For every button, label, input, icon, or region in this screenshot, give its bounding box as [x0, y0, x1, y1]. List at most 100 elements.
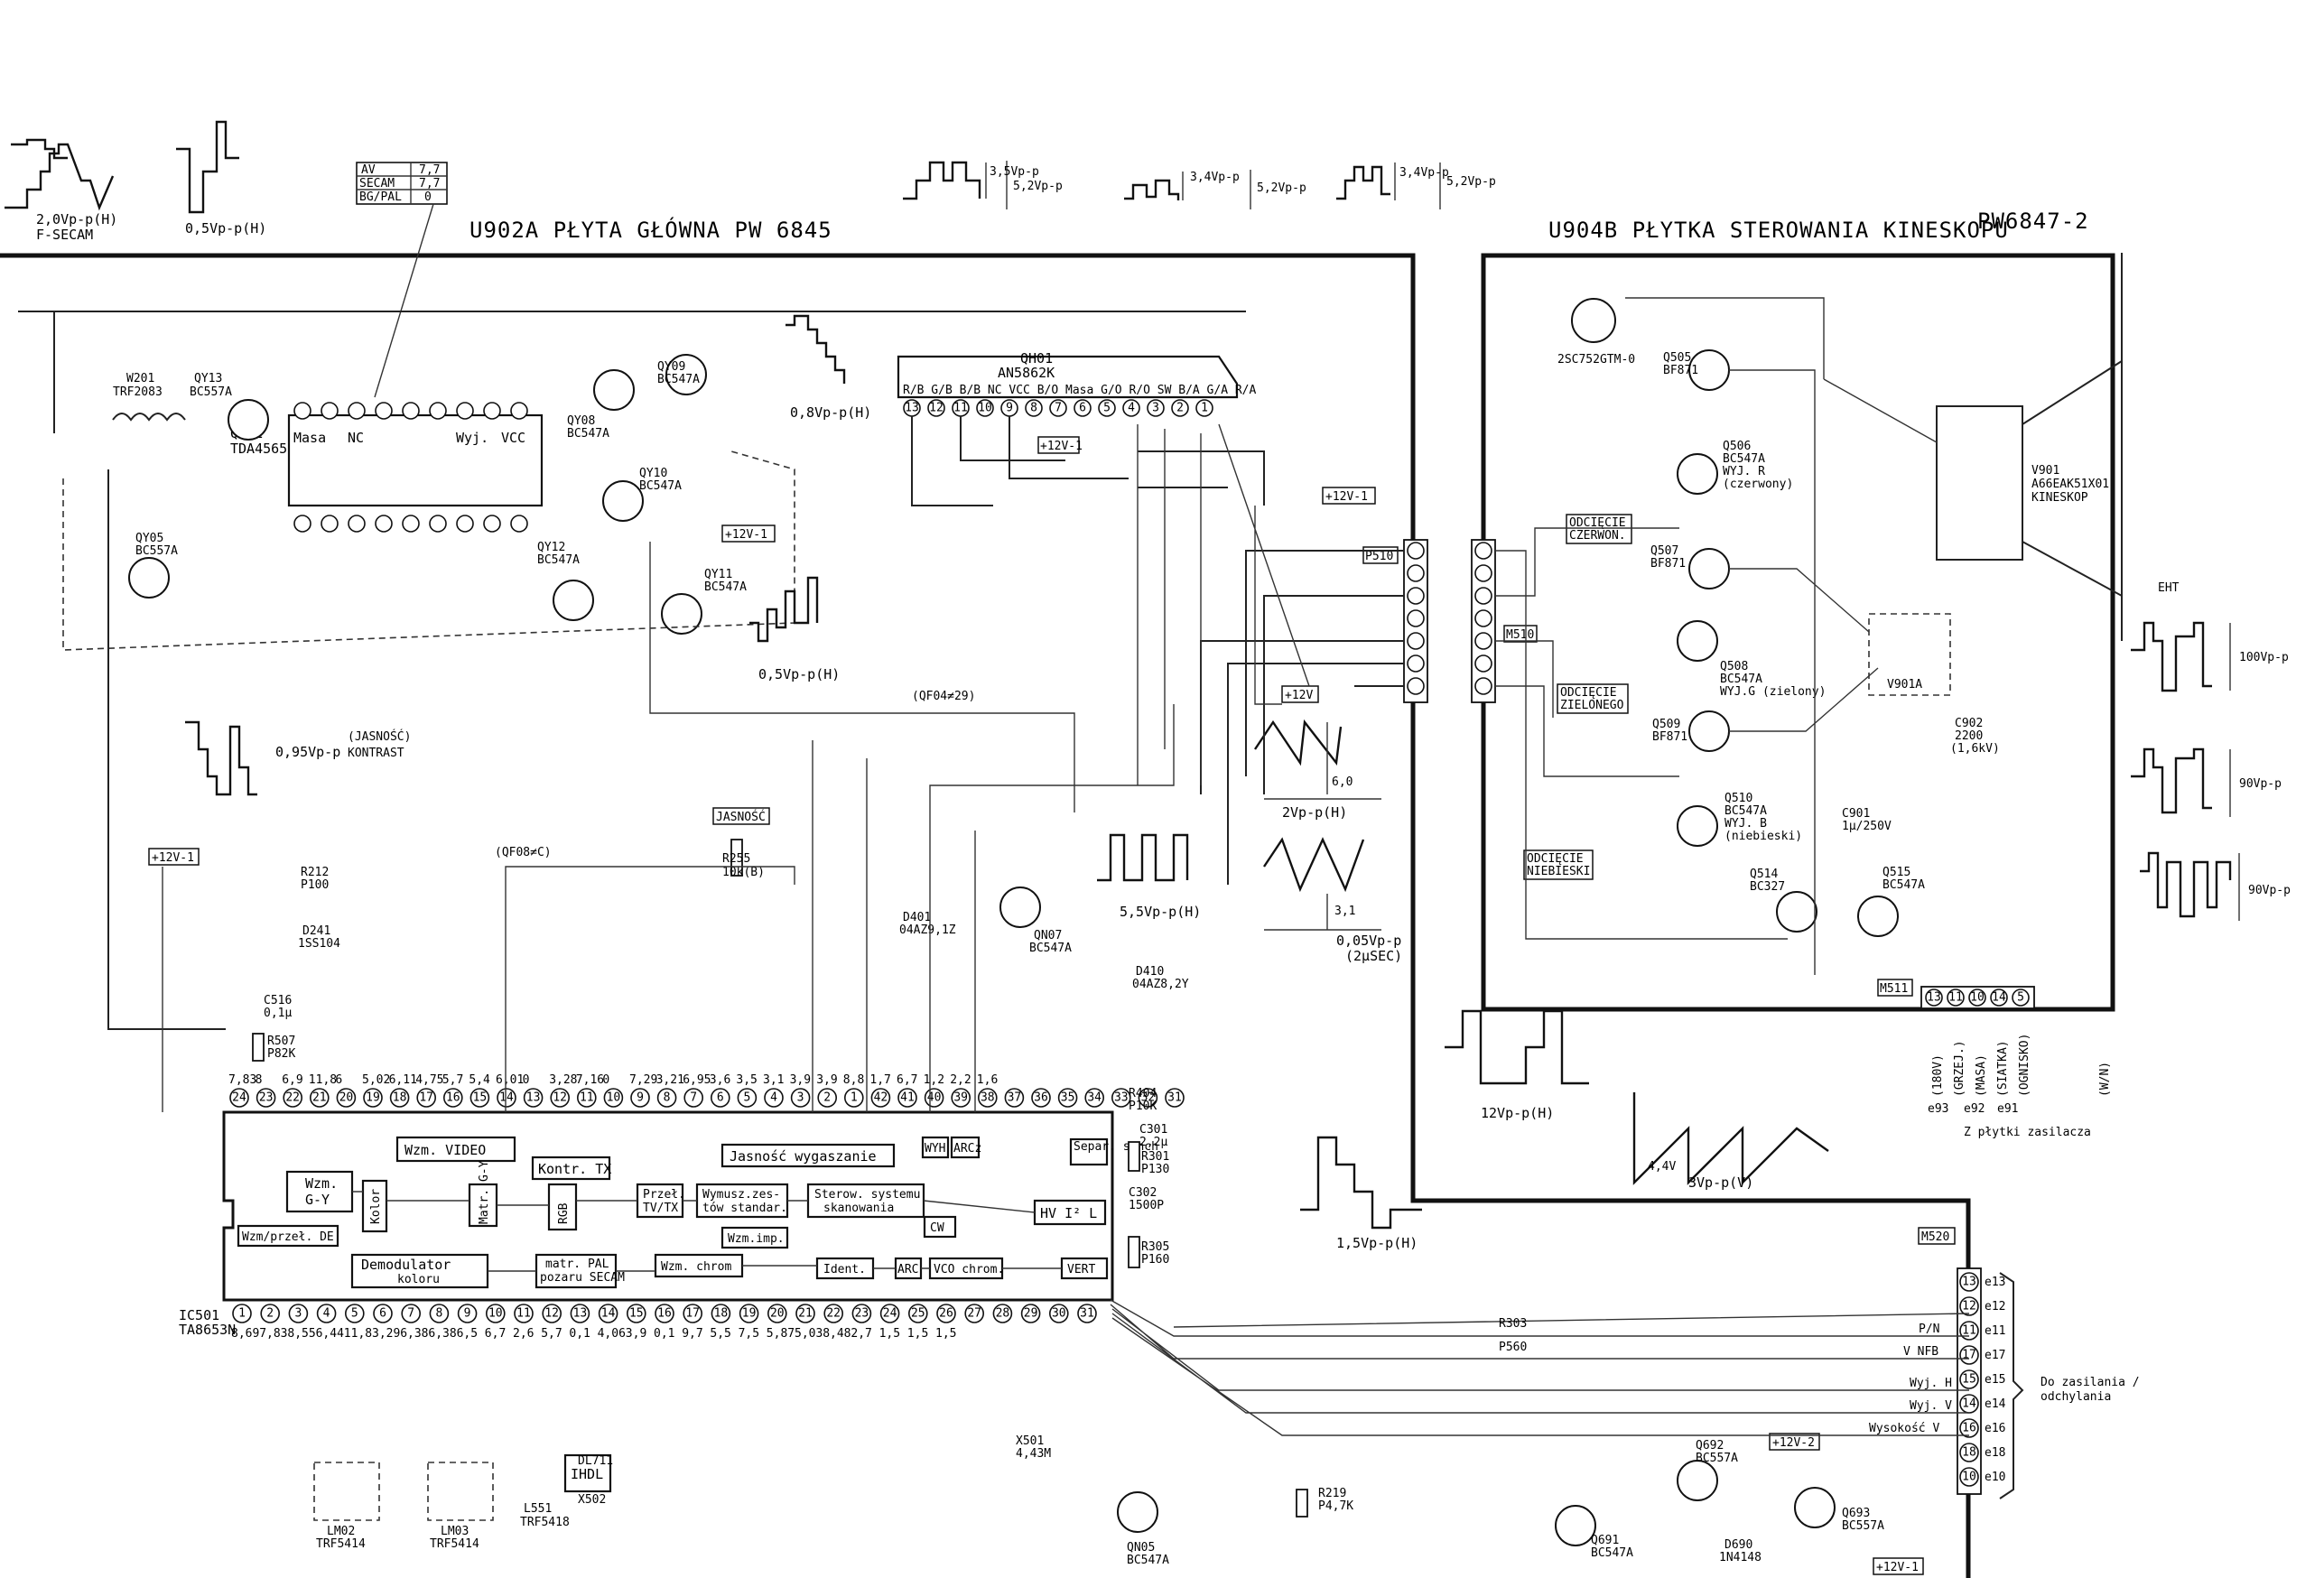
crt-internal-wires	[1495, 297, 1938, 975]
ic501-bottom-pin	[851, 1304, 872, 1323]
m510-label: M510	[1506, 628, 1534, 642]
waveform-b-label: 3,4Vp-p	[1399, 166, 1449, 180]
waveform-095-group: 0,95Vp-p (JASNOŚĆ) KONTRAST	[185, 720, 411, 796]
ic501-top-voltage: 0	[602, 1073, 609, 1087]
ic501-bottom-pin-number: 15	[629, 1307, 644, 1321]
block-sterow	[806, 1183, 925, 1219]
q693-part: BC557A	[1842, 1519, 1884, 1533]
m520-pin-number: 18	[1962, 1446, 1976, 1460]
ic501-bottom-pin-number: 3	[294, 1307, 302, 1321]
r212-val: P100	[301, 878, 329, 892]
qn07-name: QN07	[1034, 929, 1062, 942]
qy11-name: QY11	[704, 568, 732, 581]
svg-text:11: 11	[953, 402, 968, 415]
block-vert-label: VERT	[1067, 1263, 1095, 1276]
ic501-top-voltage: 6,11	[389, 1073, 417, 1087]
ic501-top-pin	[710, 1088, 730, 1108]
r301	[1128, 1141, 1140, 1172]
svg-text:3: 3	[1152, 402, 1159, 415]
ic501-bottom-voltage: 2,7	[851, 1327, 871, 1341]
ic501-bottom-voltage: 1,5	[879, 1327, 900, 1341]
ic501-bottom-voltage: 4,06	[598, 1327, 626, 1341]
l551-part: TRF5418	[520, 1516, 570, 1529]
ic501-bottom-pin-number: 6	[379, 1307, 386, 1321]
qy08-part: BC547A	[567, 427, 609, 441]
ihdl-label: IHDL	[571, 1466, 603, 1482]
ic501-bottom-voltage: 9,7	[682, 1327, 702, 1341]
ic501-top-voltage: 1,2	[924, 1073, 944, 1087]
svg-text:(OGNISKO): (OGNISKO)	[2018, 1034, 2031, 1097]
ic501-top-pin-number: 35	[1061, 1091, 1075, 1105]
ic501-bottom-pin	[570, 1304, 590, 1323]
qh01-wiring	[911, 416, 1129, 506]
qh01-pins	[903, 399, 1213, 417]
r219-val: P4,7K	[1318, 1499, 1353, 1513]
ic501-top-pin-number: 15	[473, 1091, 488, 1105]
q514-transistor	[1776, 891, 1817, 933]
m511-label: M511	[1880, 982, 1908, 996]
waveforms-right: 100Vp-p 90Vp-p 90Vp-p	[2131, 621, 2291, 921]
q515-part: BC547A	[1882, 878, 1925, 892]
m520-pin-ref: e13	[1985, 1276, 2005, 1289]
m520-pin	[1959, 1443, 1979, 1462]
x501-name: X501	[1016, 1434, 1044, 1448]
v901a-label: V901A	[1887, 678, 1922, 692]
ic501-top-pin-number: 10	[607, 1091, 621, 1105]
block-arc-label: ARC	[897, 1263, 918, 1276]
waveform-08-label: 0,8Vp-p(H)	[790, 404, 871, 421]
r219-name: R219	[1318, 1487, 1346, 1500]
lower-components: LM02 TRF5414 LM03 TRF5414 IHDL X502 DL71…	[313, 1433, 1924, 1575]
l551-name: L551	[524, 1502, 552, 1516]
ic501-bottom-pin-number: 1	[238, 1307, 246, 1321]
waveform-12	[1445, 1009, 1589, 1085]
qy01-top-pins	[293, 402, 528, 420]
ic501-top-pin-number: 23	[259, 1091, 274, 1105]
m520-pin-number: 16	[1962, 1422, 1976, 1435]
mode-av-value: 7,7	[419, 163, 440, 177]
q507-name: Q507	[1650, 544, 1678, 558]
ic501-top-pin-number: 4	[770, 1091, 777, 1105]
q507-transistor	[1688, 548, 1730, 589]
crt-bottom-labels: (180V) (GRZEJ.) (MASA) (SIATKA) (OGNISKO…	[1931, 1034, 2112, 1097]
block-wzm-gy-label2: G-Y	[305, 1192, 330, 1208]
ic501-top-pin	[550, 1088, 571, 1108]
r305-name: R305	[1141, 1240, 1169, 1254]
d690-name: D690	[1724, 1538, 1752, 1552]
ic501-bottom-pin-number: 25	[911, 1307, 925, 1321]
block-matr-gy	[468, 1183, 498, 1228]
ic501-top-pin	[1084, 1088, 1104, 1108]
qy12-transistor	[553, 580, 594, 621]
q510-name: Q510	[1724, 792, 1752, 805]
ic501-bottom-pin	[964, 1304, 984, 1323]
qy05-transistor	[128, 557, 170, 599]
waveform-15	[1300, 1136, 1422, 1230]
ic501-top-pin-number: 14	[499, 1091, 514, 1105]
ic501-bottom-voltage: 6,38	[428, 1327, 456, 1341]
crt-tube	[1936, 359, 2123, 598]
r305-val: P160	[1141, 1253, 1169, 1267]
ic501-top-pin	[843, 1088, 864, 1108]
qy05-part: BC557A	[135, 544, 178, 558]
crt-board: P510 M510 2SC752GTM-0 Q505 BF871 Q506 BC…	[1362, 253, 2180, 1139]
block-wzm-video-label: Wzm. VIDEO	[404, 1142, 486, 1158]
block-sepal	[1069, 1137, 1109, 1166]
q510-part: BC547A	[1724, 804, 1767, 818]
ic501-bottom-voltage: 5,87	[767, 1327, 795, 1341]
ic501-top-voltage: 6,7	[897, 1073, 917, 1087]
r212-name: R212	[301, 866, 329, 879]
m520-signal-wires	[1110, 1299, 1970, 1436]
qy09-transistor	[665, 354, 707, 395]
m520-sig-pn: P/N	[1919, 1323, 1939, 1336]
x501-val: 4,43M	[1016, 1447, 1051, 1461]
c902-v: (1,6kV)	[1950, 742, 2000, 756]
qy01-wyj: Wyj.	[456, 430, 488, 446]
ic501-top-pin-number: 34	[1087, 1091, 1102, 1105]
svg-text:(180V): (180V)	[1931, 1054, 1945, 1097]
svg-text:(GRZEJ.): (GRZEJ.)	[1953, 1040, 1966, 1097]
qy09-part: BC547A	[657, 373, 700, 386]
svg-text:6: 6	[1079, 402, 1086, 415]
ic501-top-pin	[683, 1088, 704, 1108]
ic501-top-pin-number: 17	[419, 1091, 433, 1105]
ic501-bottom-voltage: 8,48	[823, 1327, 851, 1341]
